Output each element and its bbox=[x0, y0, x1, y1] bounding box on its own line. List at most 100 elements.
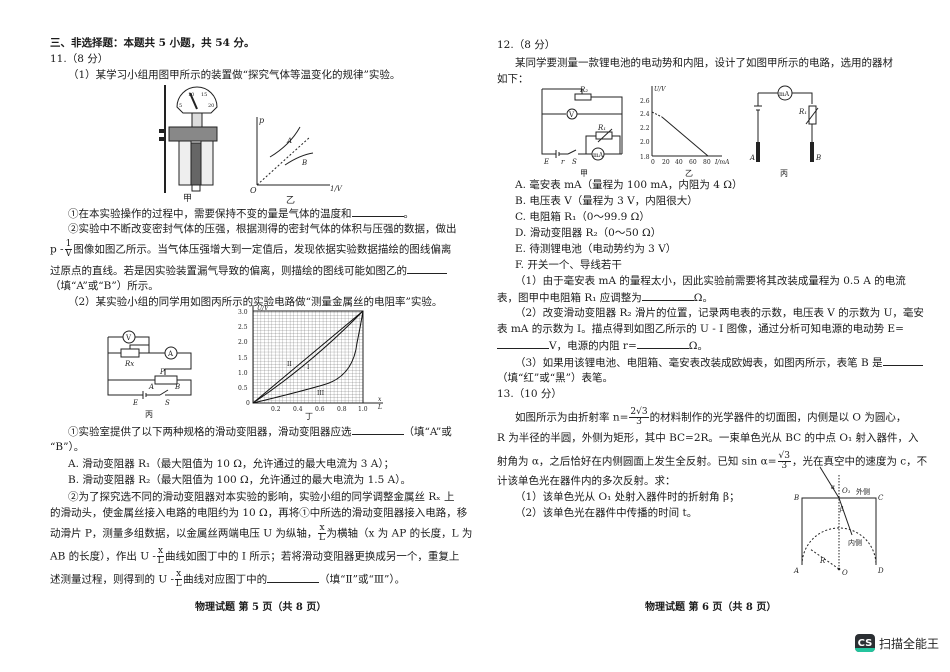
svg-text:3.0: 3.0 bbox=[238, 309, 248, 316]
q12-figure-yi-label: 乙 bbox=[685, 169, 693, 178]
svg-text:D: D bbox=[877, 567, 884, 575]
svg-text:10: 10 bbox=[188, 92, 194, 98]
svg-text:0.5: 0.5 bbox=[238, 385, 248, 392]
q13-line2: R 为半径的半圆，外侧为矩形，其中 BC=2R。一束单色光从 BC 的中点 O₁… bbox=[497, 432, 919, 444]
svg-text:p: p bbox=[259, 116, 264, 125]
answer-blank[interactable] bbox=[351, 206, 404, 217]
figure-yi-p-invV-chart: p O 1/V A B 乙 bbox=[250, 116, 343, 206]
svg-text:1.5: 1.5 bbox=[238, 355, 248, 362]
q11-part1-intro: （1）某学习小组用图甲所示的装置做“探究气体等温变化的规律”实验。 bbox=[68, 69, 401, 81]
svg-text:R₁: R₁ bbox=[798, 108, 807, 116]
answer-blank[interactable] bbox=[497, 338, 549, 349]
svg-text:O: O bbox=[842, 569, 848, 577]
q12-2-line3: V，电源的内阻 r=Ω。 bbox=[497, 338, 708, 353]
camscanner-label: 扫描全能王 bbox=[879, 636, 940, 651]
svg-text:A: A bbox=[148, 383, 154, 391]
figure-jia-label: 甲 bbox=[183, 193, 192, 204]
svg-text:20: 20 bbox=[208, 103, 214, 109]
q13-optics-figure: B C A D O O₁ R α β 外侧 内侧 bbox=[793, 466, 884, 577]
svg-text:β: β bbox=[839, 506, 844, 513]
q11-1-2-line3: 过原点的直线。若是因实验装置漏气导致的偏离，则描绘的图线可能如图乙的 bbox=[50, 263, 447, 278]
q11-1-2-line4: （填“A”或“B”）所示。 bbox=[50, 280, 159, 292]
svg-text:1.8: 1.8 bbox=[640, 154, 650, 161]
svg-text:2.4: 2.4 bbox=[640, 111, 650, 118]
q12-figure-bing-ohmmeter: mA R₁ A B 丙 bbox=[749, 85, 821, 178]
figure-bing-label: 丙 bbox=[145, 410, 153, 419]
option-a: A. 滑动变阻器 R₁（最大阻值为 10 Ω，允许通过的最大电流为 3 A）； bbox=[68, 458, 395, 470]
svg-text:0.6: 0.6 bbox=[315, 406, 325, 413]
svg-text:0.2: 0.2 bbox=[271, 406, 281, 413]
svg-text:2.0: 2.0 bbox=[640, 139, 650, 146]
svg-text:外侧: 外侧 bbox=[856, 487, 870, 496]
answer-blank[interactable] bbox=[641, 290, 694, 301]
svg-text:2.6: 2.6 bbox=[640, 98, 650, 105]
svg-text:mA: mA bbox=[593, 152, 604, 159]
q11-2-1-line2: “B”）。 bbox=[50, 441, 85, 453]
answer-blank[interactable] bbox=[267, 572, 320, 583]
q12-2-line1: （2）改变滑动变阻器 R₂ 滑片的位置，记录两电表的示数，电压表 V 的示数为 … bbox=[515, 307, 924, 319]
gauge-tick: 5 bbox=[179, 103, 182, 109]
svg-text:1.0: 1.0 bbox=[358, 406, 368, 413]
q11-1-1: ①在本实验操作的过程中，需要保持不变的量是气体的温度和。 bbox=[68, 206, 414, 220]
svg-text:O₁: O₁ bbox=[842, 487, 851, 495]
q13-line4: 计该单色光在器件内的多次反射。求： bbox=[497, 475, 676, 487]
svg-text:B: B bbox=[301, 159, 307, 167]
q12-figure-bing-label: 丙 bbox=[780, 169, 788, 178]
q11-2-2-line1: ②为了探究选不同的滑动变阻器对本实验的影响，实验小组的同学调整金属丝 Rₓ 上 bbox=[68, 491, 455, 503]
svg-text:2.5: 2.5 bbox=[238, 324, 248, 331]
svg-text:α: α bbox=[831, 484, 835, 491]
svg-text:A: A bbox=[793, 567, 799, 575]
svg-text:B: B bbox=[174, 383, 180, 391]
svg-text:III: III bbox=[317, 390, 325, 397]
svg-text:40: 40 bbox=[675, 159, 683, 166]
svg-text:B: B bbox=[815, 154, 821, 162]
q12-3-line1: （3）如果用该锂电池、电阻箱、毫安表改装成欧姆表，如图丙所示，表笔 B 是 bbox=[515, 355, 923, 370]
q12-item-e: E. 待测锂电池（电动势约为 3 V） bbox=[515, 243, 677, 255]
svg-text:0.4: 0.4 bbox=[293, 406, 303, 413]
svg-text:80: 80 bbox=[703, 159, 711, 166]
q12-intro-line2: 如下： bbox=[497, 73, 529, 85]
svg-text:20: 20 bbox=[662, 159, 670, 166]
svg-text:1.0: 1.0 bbox=[238, 370, 248, 377]
svg-text:B: B bbox=[793, 494, 799, 502]
q12-item-b: B. 电压表 V（量程为 3 V，内阻很大） bbox=[515, 195, 698, 207]
page-footer-6: 物理试题 第 6 页（共 8 页） bbox=[645, 602, 777, 613]
svg-text:S: S bbox=[572, 158, 577, 166]
q13-sub2: （2）该单色光在器件中传播的时间 t。 bbox=[515, 507, 698, 519]
svg-text:I: I bbox=[307, 364, 310, 371]
svg-text:内侧: 内侧 bbox=[848, 538, 862, 547]
q12-title: 12.（8 分） bbox=[497, 39, 556, 51]
q11-2-2-line2: 的滑动头，使金属丝接入电路的电阻约为 10 Ω，再将①中所选的滑动变阻器接入电路… bbox=[50, 507, 468, 519]
answer-blank[interactable] bbox=[351, 424, 404, 435]
svg-text:V: V bbox=[568, 111, 575, 119]
svg-text:A: A bbox=[167, 350, 174, 358]
svg-text:I/mA: I/mA bbox=[714, 159, 730, 166]
svg-text:A: A bbox=[286, 137, 292, 145]
svg-text:L: L bbox=[377, 404, 382, 411]
svg-text:R₁: R₁ bbox=[597, 124, 606, 132]
svg-text:S: S bbox=[165, 399, 170, 407]
answer-blank[interactable] bbox=[636, 338, 689, 349]
answer-blank[interactable] bbox=[882, 355, 923, 366]
q11-title: 11.（8 分） bbox=[50, 53, 109, 65]
answer-blank[interactable] bbox=[407, 263, 447, 274]
q13-title: 13.（10 分） bbox=[497, 388, 562, 400]
camscanner-logo-icon: CS bbox=[855, 634, 875, 652]
svg-text:E: E bbox=[543, 158, 549, 166]
svg-text:x: x bbox=[378, 396, 382, 403]
option-b: B. 滑动变阻器 R₂（最大阻值为 100 Ω，允许通过的最大电流为 1.5 A… bbox=[68, 474, 411, 486]
page-footer-5: 物理试题 第 5 页（共 8 页） bbox=[195, 602, 327, 613]
q12-figure-jia-label: 甲 bbox=[580, 169, 588, 178]
q12-item-c: C. 电阻箱 R₁（0～99.9 Ω） bbox=[515, 211, 650, 223]
svg-text:15: 15 bbox=[201, 92, 207, 98]
svg-text:2.2: 2.2 bbox=[640, 125, 650, 132]
svg-text:P: P bbox=[159, 368, 165, 376]
svg-text:U/V: U/V bbox=[257, 305, 269, 312]
figure-yi-label: 乙 bbox=[286, 195, 295, 206]
